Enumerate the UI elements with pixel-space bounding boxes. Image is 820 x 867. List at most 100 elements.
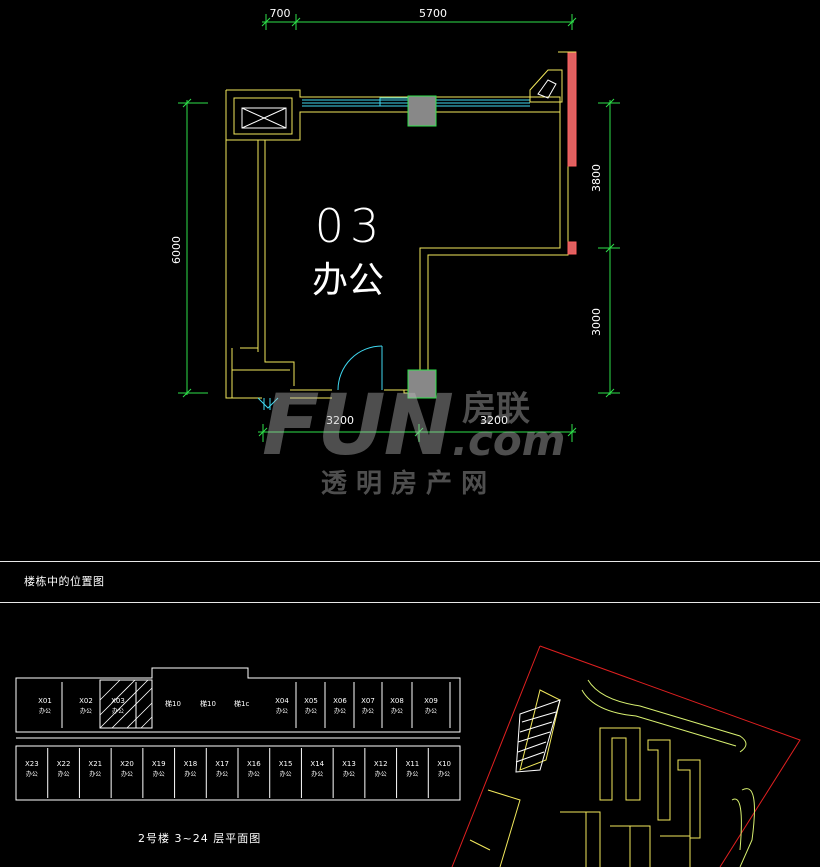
unit-cell: X03 办公 [111,682,137,728]
unit-cell: X01 办公 [38,682,63,728]
site-buildings [469,689,701,867]
top-units: X01办公X02办公X03办公X04办公X05办公X06办公X07办公X08办公… [38,682,451,728]
dim-bottom-right: 3200 [480,414,508,427]
fixture [257,397,279,410]
unit-cell: X19 办公 [142,748,166,798]
unit-cell: X15 办公 [269,748,293,798]
dim-right-lower: 3000 [590,308,603,336]
unit-code: X11 [406,760,420,768]
walls [225,89,569,399]
unit-code: X19 [152,760,166,768]
unit-code: X05 [304,697,318,705]
site-boundary [451,645,801,867]
corner-balcony [529,51,576,103]
unit-cell: X18 办公 [174,748,198,798]
unit-label: 办公 [89,770,101,778]
watermark-cn-brand: 房联 [462,389,530,429]
watermark-suffix: .com [452,416,565,465]
unit-label: 办公 [438,770,450,778]
unit-cell: X22 办公 [47,748,71,798]
unit-label: 办公 [406,770,418,778]
section-caption: 楼栋中的位置图 [24,575,105,588]
unit-cell: X14 办公 [300,748,325,798]
unit-label: 办公 [375,770,387,778]
unit-label: 办公 [153,770,165,778]
core-label: 梯10 [200,699,216,708]
site-stairs [515,699,561,773]
unit-label: 办公 [26,770,38,778]
dim-left: 6000 [170,236,183,264]
unit-label: 办公 [80,707,92,715]
unit-code: X04 [275,697,289,705]
unit-label: 办公 [248,770,260,778]
unit-label: 办公 [343,770,355,778]
unit-code: X10 [437,760,451,768]
unit-cell: X04 办公 [275,682,297,728]
unit-label: 办公 [280,770,292,778]
dimension-lines [178,14,620,442]
unit-code: X03 [111,697,125,705]
unit-cell: X02 办公 [79,682,101,728]
column-bottom [407,369,437,399]
room-label: 办公 [312,260,384,301]
unit-label: 办公 [391,707,403,715]
unit-cell: X23 办公 [25,760,39,778]
unit-label: 办公 [276,707,288,715]
unit-cell: X11 办公 [396,748,420,798]
unit-code: X01 [38,697,52,705]
dim-bottom-left: 3200 [326,414,354,427]
facade-strip-lower [567,241,577,255]
unit-code: X21 [88,760,102,768]
dim-top-left: 700 [270,7,291,20]
dim-right-upper: 3800 [590,164,603,192]
watermark: FUN .com 房联 透 明 房 产 网 [262,376,565,499]
unit-code: X12 [374,760,388,768]
unit-label: 办公 [425,707,437,715]
unit-code: X08 [390,697,404,705]
room-number: 03 [315,199,386,253]
unit-cell: X05 办公 [304,682,326,728]
unit-code: X13 [342,760,356,768]
dim-top-right: 5700 [419,7,447,20]
unit-cell: X08 办公 [390,682,413,728]
core-label: 梯1c [234,699,249,708]
watermark-tagline: 透 明 房 产 网 [321,469,487,499]
site-roads [581,679,755,867]
unit-label: 办公 [216,770,228,778]
unit-cell: X06 办公 [333,682,355,728]
unit-code: X16 [247,760,261,768]
door-swing [337,345,383,391]
unit-code: X17 [215,760,229,768]
divider-line [0,602,820,603]
unit-code: X14 [310,760,324,768]
unit-label: 办公 [362,707,374,715]
unit-label: 办公 [39,707,51,715]
unit-cell: X10 办公 [427,748,451,798]
building-floor-plan [15,667,461,801]
watermark-brand: FUN [262,376,453,474]
unit-code: X06 [333,697,347,705]
floor-plan-subtitle: 2号楼 3~24 层平面图 [138,832,262,845]
unit-code: X23 [25,760,39,768]
unit-label: 办公 [112,707,124,715]
unit-code: X22 [57,760,71,768]
unit-label: 办公 [58,770,70,778]
unit-code: X09 [424,697,438,705]
column-top [407,95,437,127]
site-plan [451,645,801,867]
elevator-icon [241,107,287,129]
unit-cell: X16 办公 [237,748,261,798]
unit-cell: X13 办公 [332,748,356,798]
unit-label: 办公 [334,707,346,715]
unit-label: 办公 [311,770,323,778]
unit-code: X02 [79,697,93,705]
unit-code: X15 [279,760,293,768]
unit-label: 办公 [184,770,196,778]
unit-code: X18 [184,760,198,768]
unit-label: 办公 [305,707,317,715]
